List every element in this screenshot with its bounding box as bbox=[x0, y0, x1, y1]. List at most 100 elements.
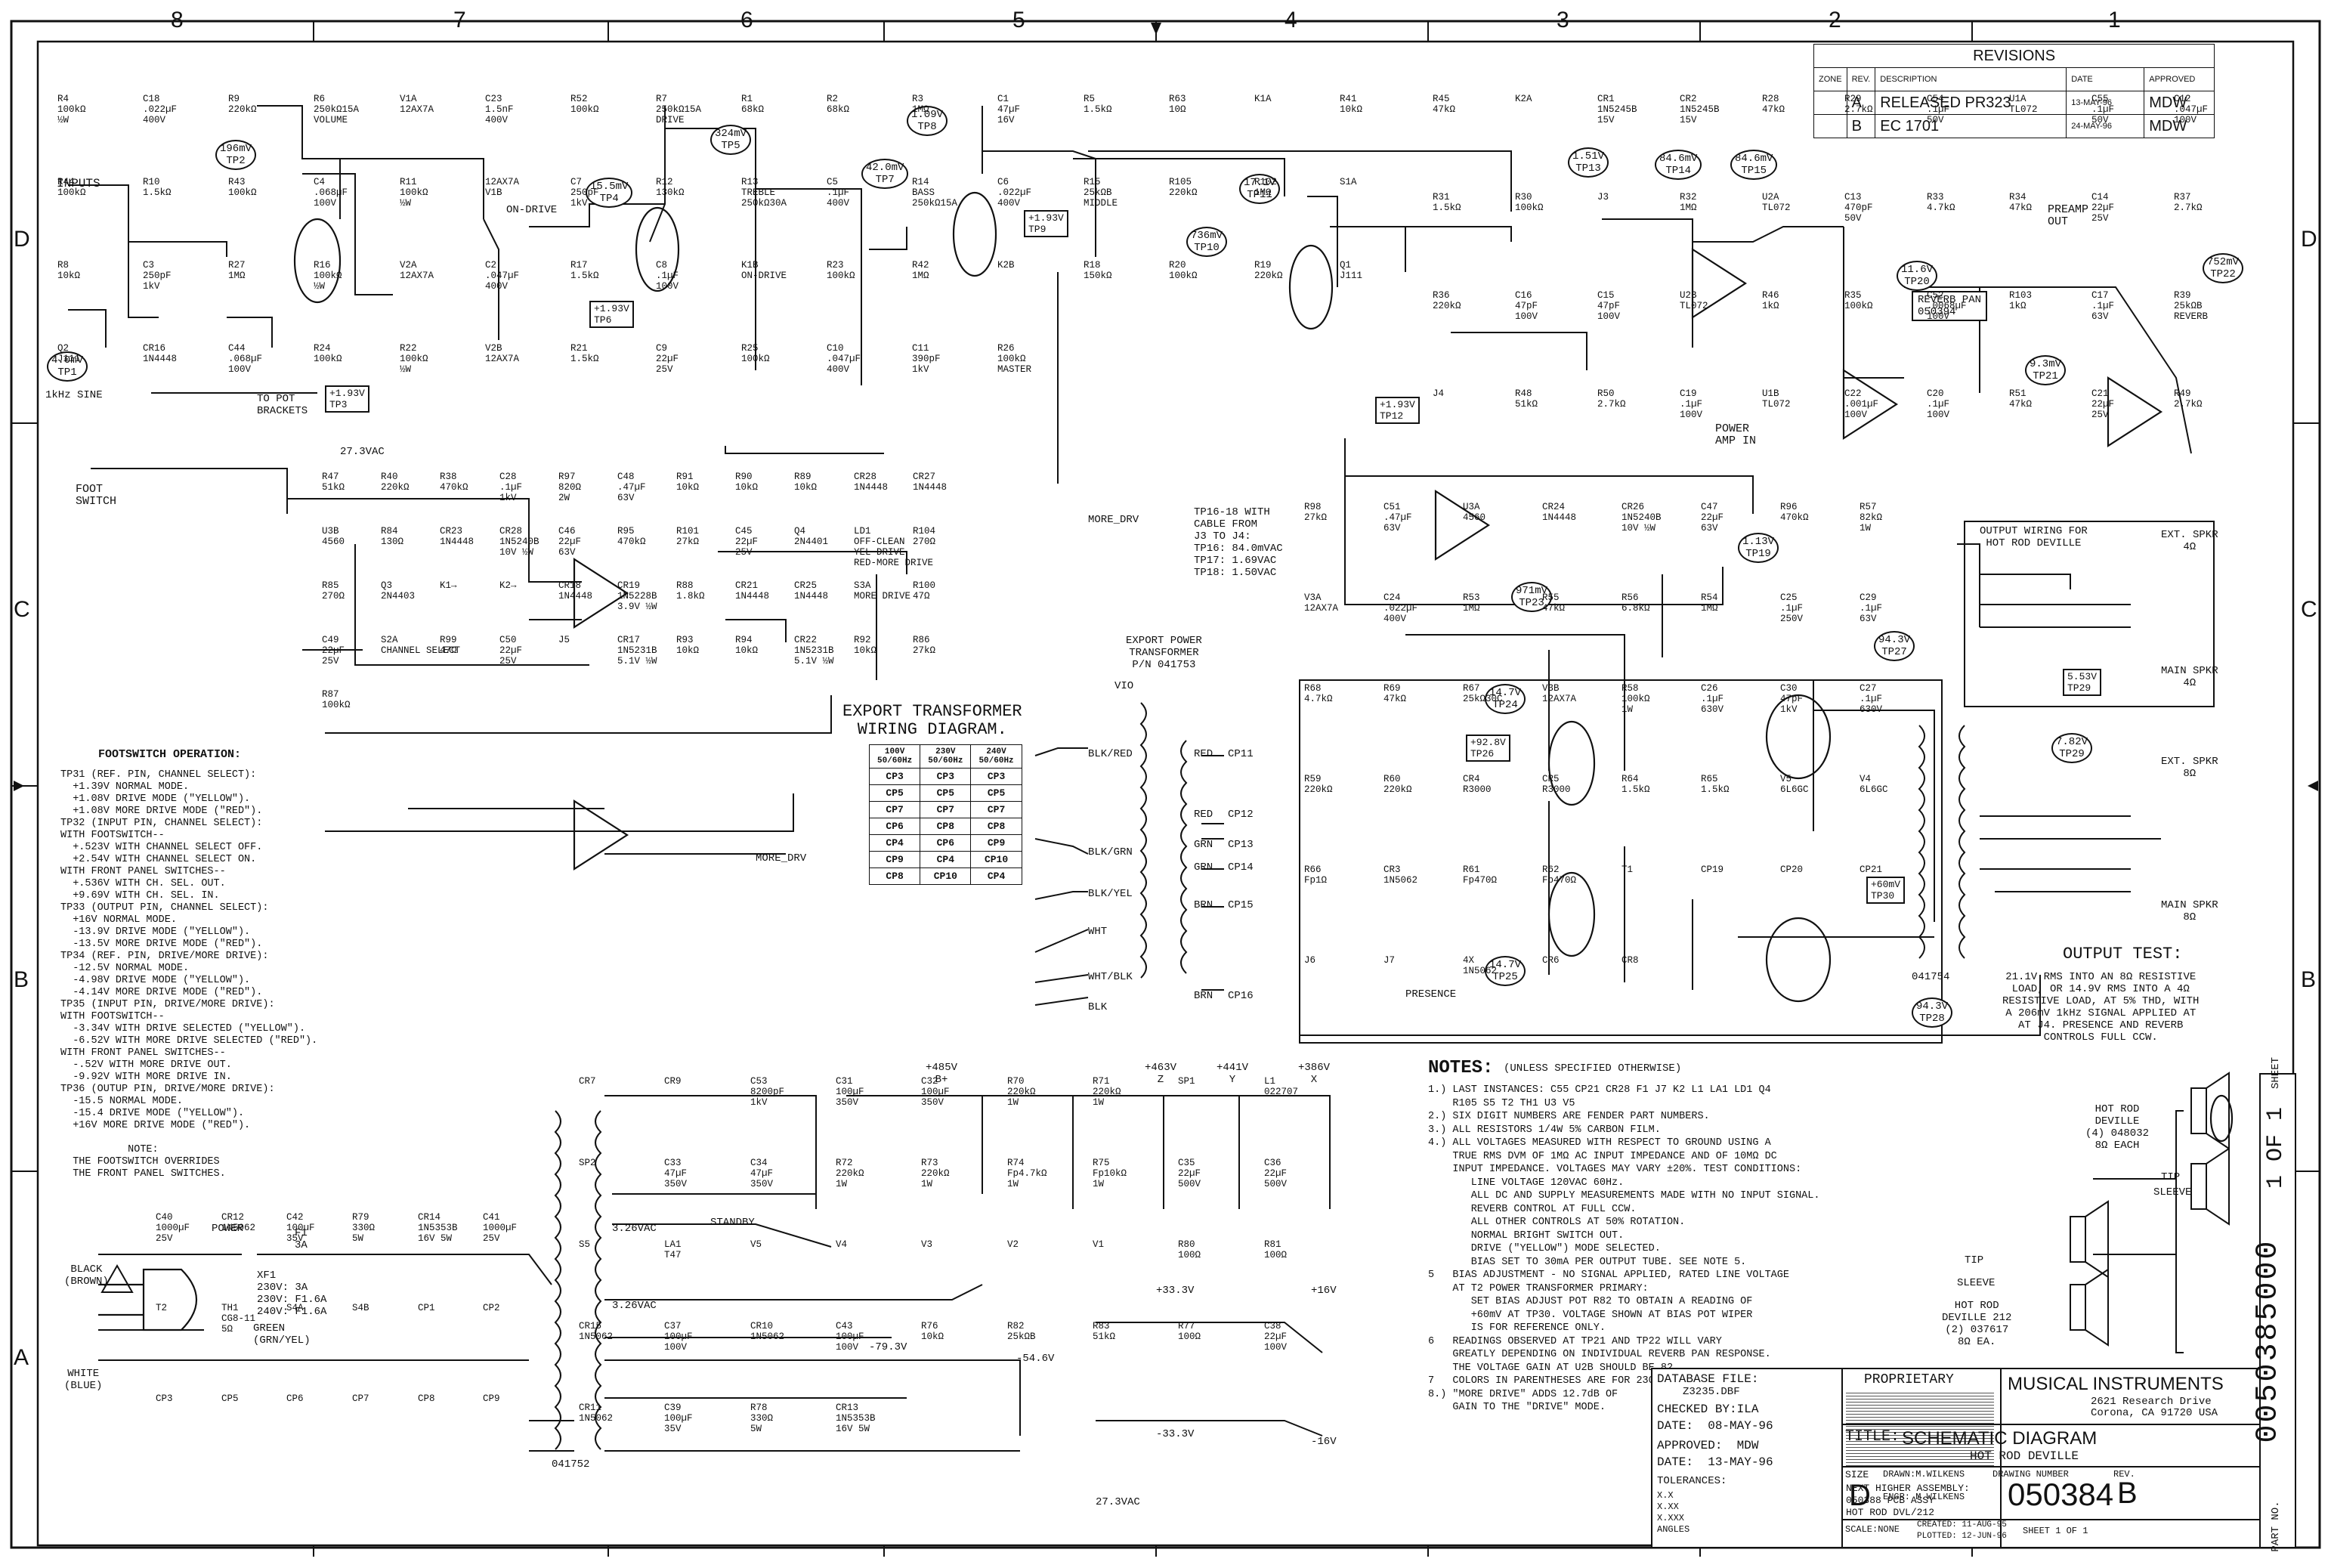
opamp-u2b bbox=[2107, 376, 2163, 448]
xf-secondary-color: GRN bbox=[1194, 861, 1213, 874]
component-designator: R55 47kΩ bbox=[1542, 592, 1566, 614]
component-designator: R47 51kΩ bbox=[322, 472, 345, 493]
component-designator: Q4 2N4401 bbox=[794, 526, 829, 547]
voltage-441: +441V Y bbox=[1217, 1062, 1249, 1086]
component-designator: V4 6L6GC bbox=[1860, 774, 1888, 795]
tip-label-a: TIP bbox=[2161, 1171, 2181, 1183]
footswitch-line bbox=[60, 1132, 317, 1144]
transformer-coils bbox=[554, 702, 1966, 1450]
component-designator: V2 bbox=[1007, 1239, 1019, 1250]
component-designator: C23 1.5nF 400V bbox=[485, 94, 514, 125]
note-line: NORMAL BRIGHT SWITCH OUT. bbox=[1428, 1229, 1625, 1242]
xf-cell: CP7 bbox=[920, 801, 972, 818]
component-designator: U1B TL072 bbox=[1762, 388, 1791, 410]
xf-cell: CP5 bbox=[970, 784, 1022, 802]
rev-approved: MDW bbox=[2144, 114, 2215, 138]
footswitch-line: TP35 (INPUT PIN, DRIVE/MORE DRIVE): bbox=[60, 999, 275, 1010]
xf-secondary-color: RED bbox=[1194, 809, 1213, 821]
component-designator: R53 1MΩ bbox=[1463, 592, 1480, 614]
component-designator: R88 1.8kΩ bbox=[676, 580, 705, 602]
tubes bbox=[293, 191, 2234, 1143]
component-designator: C37 100µF 100V bbox=[664, 1321, 693, 1353]
note-line: 4.) ALL VOLTAGES MEASURED WITH RESPECT T… bbox=[1428, 1137, 1771, 1149]
xf-wire-label: BLK bbox=[1088, 1001, 1108, 1013]
outer-border bbox=[10, 20, 2321, 1549]
xf-cell: CP9 bbox=[868, 851, 921, 868]
component-designator: R68 4.7kΩ bbox=[1304, 683, 1333, 704]
footswitch-line: -.52V WITH MORE DRIVE OUT. bbox=[60, 1059, 232, 1071]
component-designator: V3 bbox=[921, 1239, 933, 1250]
more-drv-label-top: MORE_DRV bbox=[1088, 514, 1139, 526]
component-designator: K2A bbox=[1515, 94, 1532, 104]
component-designator: C52 .0068µF 100V bbox=[1927, 290, 1967, 322]
database-file-label: DATABASE FILE: bbox=[1657, 1372, 1759, 1386]
footswitch-line: -4.98V DRIVE MODE ("YELLOW"). bbox=[60, 975, 251, 986]
proprietary-fine-print bbox=[1846, 1390, 1994, 1466]
zone-8: 8 bbox=[171, 8, 184, 32]
component-designator: R72 220kΩ 1W bbox=[836, 1158, 864, 1189]
component-designator: R60 220kΩ bbox=[1383, 774, 1412, 795]
voltage-neg16: -16V bbox=[1311, 1436, 1337, 1448]
t2-secondary bbox=[595, 1110, 602, 1450]
t1-secondary bbox=[1958, 725, 1966, 959]
component-designator: R67 25kΩ30C bbox=[1463, 683, 1503, 704]
export-power-label: EXPORT POWER TRANSFORMER P/N 041753 bbox=[1126, 635, 1202, 671]
tp16-18-note: TP16-18 WITH CABLE FROM J3 TO J4: TP16: … bbox=[1194, 506, 1283, 579]
component-designator: CR12 1N5062 bbox=[221, 1212, 256, 1233]
component-designator: K1A bbox=[1254, 94, 1272, 104]
component-designator: R49 2.7kΩ bbox=[2174, 388, 2203, 410]
component-designator: R12 130kΩ bbox=[656, 177, 685, 198]
component-designator: R87 100kΩ bbox=[322, 689, 351, 710]
component-designator: R42 1MΩ bbox=[912, 260, 929, 281]
component-designator: CR28 1N5240B 10V ½W bbox=[499, 526, 539, 558]
opamp-u2a bbox=[1842, 368, 1899, 441]
xf-cell: CP4 bbox=[970, 868, 1022, 885]
rev-desc: RELEASED PR323 bbox=[1875, 91, 2067, 115]
xf-cell: CP3 bbox=[868, 768, 921, 785]
component-designator: C32 100µF 350V bbox=[921, 1076, 950, 1108]
xf-cell: CP4 bbox=[868, 834, 921, 852]
component-designator: C41 1000µF 25V bbox=[483, 1212, 518, 1244]
component-designator: R32 1MΩ bbox=[1680, 192, 1697, 213]
rev-zone bbox=[1813, 91, 1847, 115]
component-designator: R86 27kΩ bbox=[913, 635, 936, 656]
footswitch-line: WITH FOOTSWITCH-- bbox=[60, 1011, 165, 1022]
rev-approved: MDW bbox=[2144, 91, 2215, 115]
xf1-label: XF1 230V: 3A bbox=[257, 1270, 308, 1294]
component-designator: R79 330Ω 5W bbox=[352, 1212, 376, 1244]
component-designator: CP9 bbox=[483, 1393, 500, 1404]
tube-v2b bbox=[1288, 244, 1334, 330]
footswitch-line: +1.08V DRIVE MODE ("YELLOW"). bbox=[60, 793, 251, 805]
xf-pin-label: CP15 bbox=[1228, 899, 1254, 911]
component-designator: C17 .1µF 63V bbox=[2091, 290, 2115, 322]
component-designator: C28 .1µF 1kV bbox=[499, 472, 523, 503]
opamp-u1a bbox=[1691, 247, 1748, 320]
title-block-right: MUSICAL INSTRUMENTS 2621 Research Drive … bbox=[1841, 1369, 2295, 1547]
component-designator: R65 1.5kΩ bbox=[1701, 774, 1730, 795]
component-designator: CR11 1N5062 bbox=[579, 1403, 614, 1424]
voltage-pos33: +33.3V bbox=[1156, 1285, 1195, 1297]
component-designator: R99 47Ω bbox=[440, 635, 457, 656]
main-spkr-4-label: MAIN SPKR 4Ω bbox=[2161, 665, 2218, 689]
company-name: MUSICAL INSTRUMENTS bbox=[2008, 1374, 2224, 1394]
black-brown-label: BLACK (BROWN) bbox=[64, 1263, 109, 1288]
title-block-left: DATABASE FILE: Z3235.DBF CHECKED BY:ILA … bbox=[1652, 1369, 1843, 1547]
component-designator: R63 10Ω bbox=[1169, 94, 1186, 115]
component-designator: C36 22µF 500V bbox=[1264, 1158, 1288, 1189]
component-designator: R41 10kΩ bbox=[1340, 94, 1363, 115]
component-designator: R20 100kΩ bbox=[1169, 260, 1198, 281]
drawing-subtitle: HOT ROD DEVILLE bbox=[1970, 1449, 2079, 1463]
component-designator: R97 820Ω 2W bbox=[558, 472, 582, 503]
tolerances-values: X.X X.XX X.XXX ANGLES bbox=[1657, 1490, 1690, 1535]
component-designator: R103 1kΩ bbox=[2009, 290, 2033, 311]
footswitch-line: TP36 (OUTUP PIN, DRIVE/MORE DRIVE): bbox=[60, 1084, 275, 1095]
